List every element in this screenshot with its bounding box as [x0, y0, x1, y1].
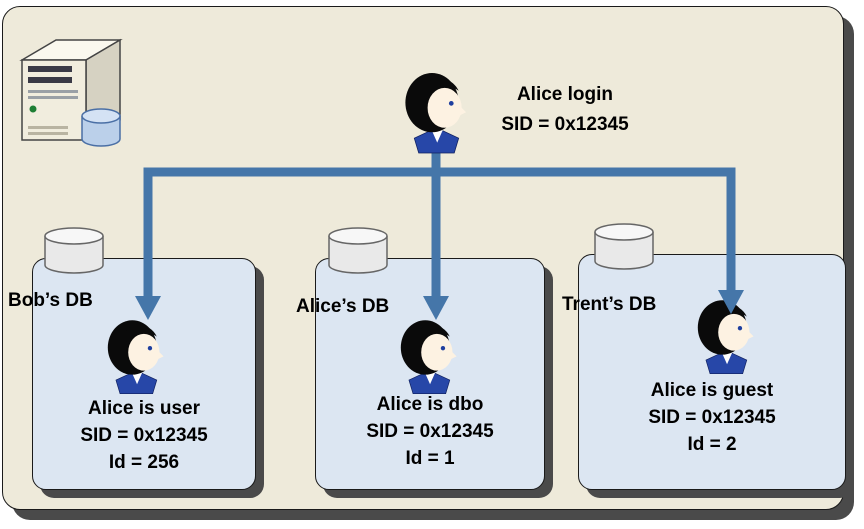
- db-user-caption: Alice is dbo SID = 0x12345 Id = 1: [316, 391, 544, 472]
- person-icon: [394, 317, 462, 397]
- db-user-sid: SID = 0x12345: [80, 425, 208, 446]
- person-icon: [691, 297, 759, 377]
- db-box-alices: Alice is dbo SID = 0x12345 Id = 1: [315, 258, 545, 490]
- db-box-trents: Alice is guest SID = 0x12345 Id = 2: [578, 254, 846, 490]
- server-icon: [19, 38, 123, 147]
- login-sid: SID = 0x12345: [501, 114, 629, 135]
- database-cylinder-icon: [326, 227, 390, 275]
- db-user-id: Id = 1: [405, 448, 455, 469]
- database-cylinder-icon: [42, 227, 106, 275]
- database-cylinder-icon: [81, 108, 121, 147]
- person-icon: [101, 317, 169, 397]
- login-caption: Alice login SID = 0x12345: [470, 80, 660, 140]
- db-user-role: Alice is dbo: [376, 394, 484, 415]
- db-user-role: Alice is guest: [650, 380, 774, 401]
- db-user-caption: Alice is guest SID = 0x12345 Id = 2: [579, 377, 845, 458]
- db-label-trents: Trent’s DB: [562, 294, 657, 315]
- person-icon: [398, 70, 472, 156]
- login-name: Alice login: [516, 84, 614, 105]
- db-user-sid: SID = 0x12345: [648, 407, 776, 428]
- db-label-alices: Alice’s DB: [296, 296, 390, 317]
- db-user-id: Id = 256: [108, 452, 180, 473]
- db-user-id: Id = 2: [687, 434, 737, 455]
- database-cylinder-icon: [592, 223, 656, 271]
- db-user-sid: SID = 0x12345: [366, 421, 494, 442]
- db-label-bobs: Bob’s DB: [8, 290, 93, 311]
- db-user-caption: Alice is user SID = 0x12345 Id = 256: [33, 395, 255, 476]
- db-user-role: Alice is user: [88, 398, 200, 419]
